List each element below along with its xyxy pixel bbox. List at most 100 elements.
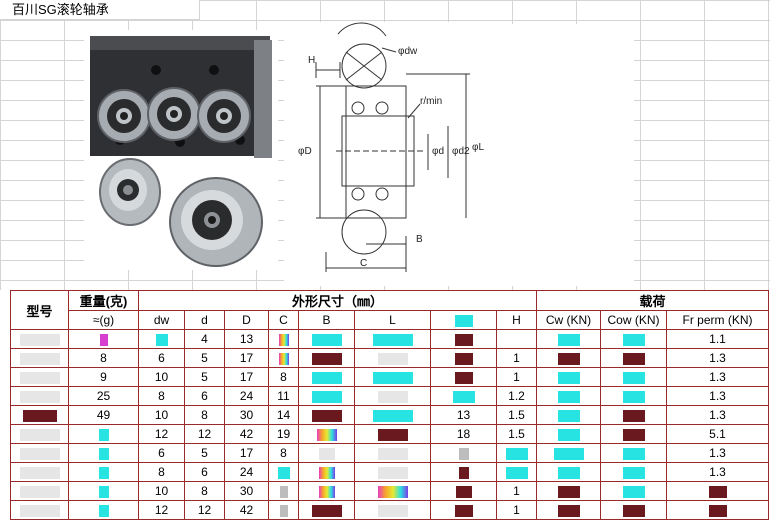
cell-weight[interactable]: 9 (68, 367, 139, 387)
cell-fr[interactable]: 5.1 (666, 424, 770, 444)
cell-d2[interactable]: 18 (430, 424, 497, 444)
cell-d[interactable]: 8 (184, 405, 225, 425)
cell-cow-redacted[interactable] (600, 348, 668, 368)
cell-model-redacted[interactable] (10, 462, 69, 482)
cell-weight-redacted[interactable] (68, 443, 139, 463)
cell-H[interactable]: 1 (495, 348, 538, 368)
cell-model-redacted[interactable] (10, 386, 69, 406)
cell-B-redacted[interactable] (298, 500, 355, 520)
cell-model-redacted[interactable] (10, 424, 69, 444)
cell-D[interactable]: 30 (224, 481, 269, 501)
cell-cw-redacted[interactable] (536, 386, 602, 406)
cell-cow-redacted[interactable] (600, 424, 668, 444)
cell-weight-redacted[interactable] (68, 424, 139, 444)
cell-C[interactable]: 14 (268, 405, 299, 425)
header-model[interactable]: 型号 (10, 290, 69, 330)
cell-L-redacted[interactable] (354, 405, 431, 425)
cell-L-redacted[interactable] (354, 348, 431, 368)
cell-C-redacted[interactable] (268, 500, 299, 520)
cell-fr[interactable]: 1.3 (666, 443, 770, 463)
cell-fr[interactable]: 1.3 (666, 462, 770, 482)
cell-d2-redacted[interactable] (430, 348, 497, 368)
cell-dw[interactable]: 10 (138, 367, 185, 387)
cell-H[interactable] (495, 329, 538, 349)
cell-model-redacted[interactable] (10, 367, 69, 387)
cell-C[interactable]: 19 (268, 424, 299, 444)
cell-weight[interactable]: 49 (68, 405, 139, 425)
cell-fr[interactable]: 1.3 (666, 386, 770, 406)
cell-L-redacted[interactable] (354, 462, 431, 482)
subheader-cw[interactable]: Cw (KN) (536, 310, 602, 330)
cell-d[interactable]: 6 (184, 386, 225, 406)
cell-C[interactable]: 8 (268, 367, 299, 387)
cell-dw[interactable]: 12 (138, 424, 185, 444)
subheader-L[interactable]: L (354, 310, 431, 330)
cell-D[interactable]: 13 (224, 329, 269, 349)
cell-d[interactable]: 5 (184, 348, 225, 368)
cell-cow-redacted[interactable] (600, 462, 668, 482)
cell-D[interactable]: 30 (224, 405, 269, 425)
cell-weight-redacted[interactable] (68, 500, 139, 520)
cell-dw[interactable]: 8 (138, 462, 185, 482)
cell-cw-redacted[interactable] (536, 443, 602, 463)
cell-H[interactable]: 1.5 (495, 424, 538, 444)
cell-L-redacted[interactable] (354, 329, 431, 349)
cell-dw[interactable]: 10 (138, 405, 185, 425)
subheader-d[interactable]: d (184, 310, 225, 330)
cell-d[interactable]: 4 (184, 329, 225, 349)
cell-d2-redacted[interactable] (430, 329, 497, 349)
header-weight[interactable]: 重量(克) (68, 290, 139, 311)
cell-cw-redacted[interactable] (536, 424, 602, 444)
subheader-B[interactable]: B (298, 310, 355, 330)
cell-L-redacted[interactable] (354, 424, 431, 444)
cell-d2-redacted[interactable] (430, 386, 497, 406)
cell-cw-redacted[interactable] (536, 329, 602, 349)
cell-fr[interactable]: 1.1 (666, 329, 770, 349)
cell-cw-redacted[interactable] (536, 462, 602, 482)
cell-L-redacted[interactable] (354, 500, 431, 520)
cell-H-redacted[interactable] (495, 443, 538, 463)
cell-cow-redacted[interactable] (600, 500, 668, 520)
cell-cow-redacted[interactable] (600, 405, 668, 425)
subheader-C[interactable]: C (268, 310, 299, 330)
cell-dw[interactable]: 6 (138, 348, 185, 368)
subheader-weight-unit[interactable]: ≈(g) (68, 310, 139, 330)
cell-C[interactable]: 8 (268, 443, 299, 463)
cell-cow-redacted[interactable] (600, 386, 668, 406)
cell-model-redacted[interactable] (10, 329, 69, 349)
cell-D[interactable]: 17 (224, 443, 269, 463)
cell-fr[interactable]: 1.3 (666, 367, 770, 387)
subheader-fr[interactable]: Fr perm (KN) (666, 310, 770, 330)
cell-model-redacted[interactable] (10, 348, 69, 368)
cell-dw-redacted[interactable] (138, 329, 185, 349)
cell-fr[interactable]: 1.3 (666, 405, 770, 425)
cell-cow-redacted[interactable] (600, 443, 668, 463)
cell-L-redacted[interactable] (354, 386, 431, 406)
cell-d[interactable]: 5 (184, 443, 225, 463)
cell-cw-redacted[interactable] (536, 500, 602, 520)
page-title[interactable]: 百川SG滚轮轴承 (0, 0, 200, 20)
subheader-H[interactable]: H (495, 310, 538, 330)
cell-B-redacted[interactable] (298, 348, 355, 368)
cell-model-redacted[interactable] (10, 481, 69, 501)
cell-cw-redacted[interactable] (536, 367, 602, 387)
cell-model-redacted[interactable] (10, 500, 69, 520)
cell-C[interactable]: 11 (268, 386, 299, 406)
cell-d2-redacted[interactable] (430, 500, 497, 520)
cell-L-redacted[interactable] (354, 367, 431, 387)
cell-dw[interactable]: 8 (138, 386, 185, 406)
cell-d[interactable]: 6 (184, 462, 225, 482)
cell-B-redacted[interactable] (298, 386, 355, 406)
cell-model-redacted[interactable] (10, 405, 69, 425)
cell-D[interactable]: 24 (224, 386, 269, 406)
cell-C-redacted[interactable] (268, 462, 299, 482)
cell-d2-redacted[interactable] (430, 462, 497, 482)
cell-H[interactable]: 1.5 (495, 405, 538, 425)
cell-C-redacted[interactable] (268, 329, 299, 349)
cell-B-redacted[interactable] (298, 462, 355, 482)
cell-cow-redacted[interactable] (600, 481, 668, 501)
cell-cw-redacted[interactable] (536, 348, 602, 368)
subheader-d2-redacted[interactable] (430, 310, 497, 330)
cell-D[interactable]: 42 (224, 500, 269, 520)
cell-dw[interactable]: 12 (138, 500, 185, 520)
